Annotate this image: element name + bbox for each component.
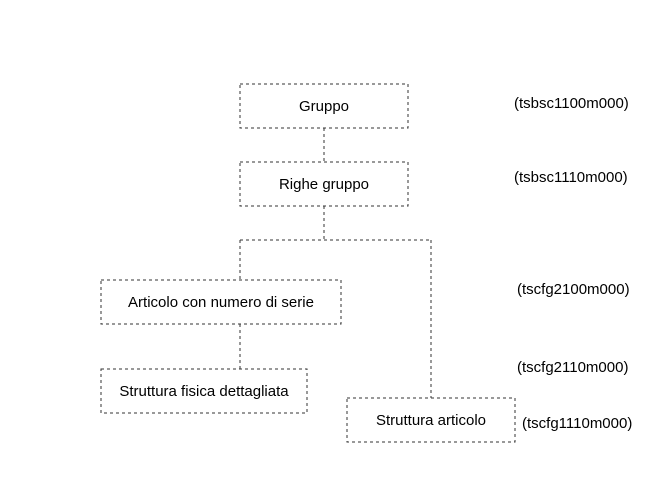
code-righe-gruppo: (tsbsc1110m000) [514,169,628,186]
node-struttura-fisica-label: Struttura fisica dettagliata [119,383,289,400]
node-labels: Gruppo Righe gruppo Articolo con numero … [119,98,486,429]
connectors [239,128,432,398]
node-articolo-serie-label: Articolo con numero di serie [128,294,314,311]
node-righe-gruppo-box[interactable] [239,161,409,207]
code-struttura-articolo: (tscfg1110m000) [522,415,632,432]
code-struttura-fisica: (tscfg2110m000) [517,359,628,376]
node-gruppo-box[interactable] [239,83,409,129]
code-articolo-serie: (tscfg2100m000) [517,281,630,298]
node-articolo-serie-box[interactable] [100,279,342,325]
nodes [100,83,516,443]
node-struttura-articolo-box[interactable] [346,397,516,443]
node-righe-gruppo-label: Righe gruppo [279,176,369,193]
node-struttura-fisica-box[interactable] [100,368,308,414]
code-gruppo: (tsbsc1100m000) [514,95,629,112]
node-gruppo-label: Gruppo [299,98,349,115]
node-struttura-articolo-label: Struttura articolo [376,412,486,429]
session-codes: (tsbsc1100m000) (tsbsc1110m000) (tscfg21… [514,95,632,432]
